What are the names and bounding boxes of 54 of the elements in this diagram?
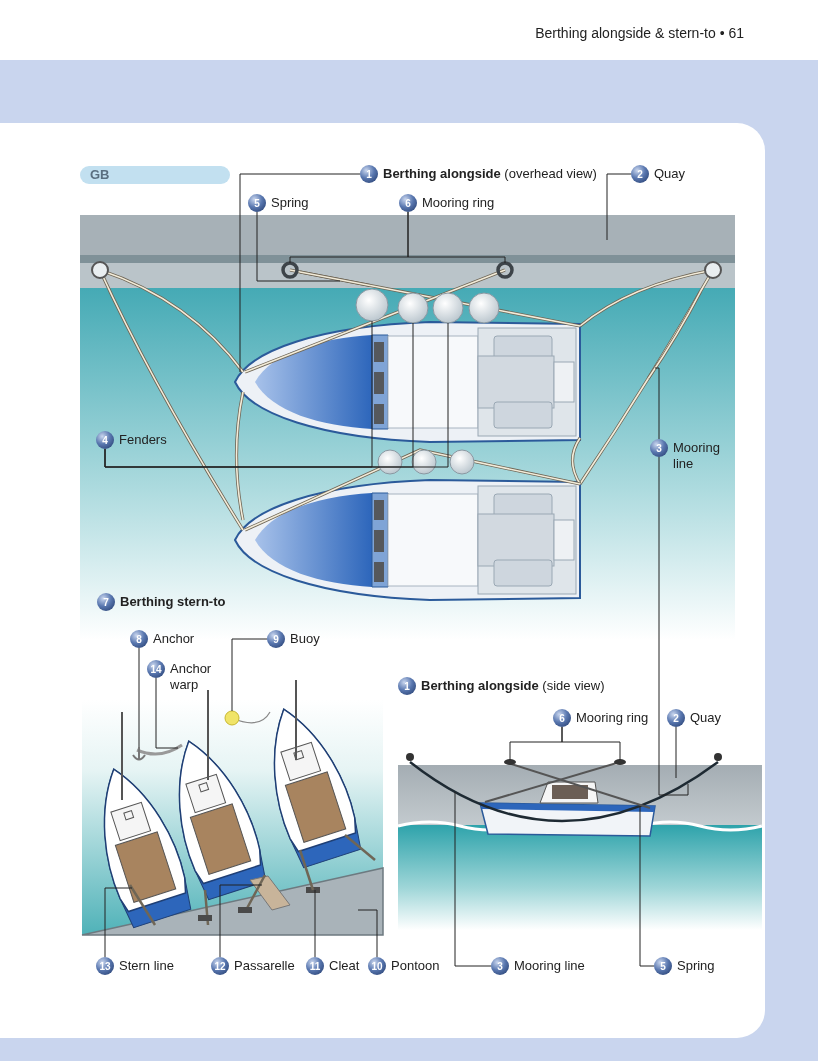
leader-line bbox=[407, 211, 506, 264]
callout-label: Anchor bbox=[153, 631, 195, 647]
leader-line bbox=[239, 173, 361, 373]
buoy bbox=[224, 710, 240, 726]
callout-label: Stern line bbox=[119, 958, 174, 974]
leader-line bbox=[155, 677, 179, 749]
leader-line bbox=[357, 909, 378, 958]
leader-line bbox=[231, 638, 268, 712]
leader-line bbox=[219, 884, 263, 958]
leader-line bbox=[104, 887, 133, 958]
spring-rope bbox=[299, 270, 371, 288]
callout-label: Spring bbox=[677, 958, 715, 974]
cleat bbox=[306, 887, 320, 893]
leader-line bbox=[138, 647, 140, 748]
leader-line bbox=[606, 173, 632, 241]
callout-label: Spring bbox=[271, 195, 309, 211]
callout-label: Buoy bbox=[290, 631, 320, 647]
callout-label: Quay bbox=[690, 710, 722, 726]
callout-label: Berthing stern-to bbox=[120, 594, 226, 610]
callout-label: Berthing alongside (side view) bbox=[421, 678, 605, 694]
pontoon-drawing bbox=[81, 867, 384, 936]
callout-label: Mooring line bbox=[673, 440, 721, 472]
callout-label: Pontoon bbox=[391, 958, 440, 974]
callout-label: Passarelle bbox=[234, 958, 295, 974]
callout-label: Anchor warp bbox=[170, 661, 213, 693]
running-header: Berthing alongside & stern-to • 61 bbox=[535, 25, 744, 41]
region-tag: GB bbox=[80, 166, 230, 184]
leader-line bbox=[654, 367, 660, 440]
leader-line bbox=[561, 726, 621, 761]
fender bbox=[432, 292, 464, 324]
quay-drawing bbox=[80, 215, 735, 255]
boat-drawing bbox=[234, 321, 581, 443]
mooring-ring bbox=[496, 261, 514, 279]
fender bbox=[355, 288, 389, 322]
stern-line bbox=[128, 884, 157, 926]
leader-line bbox=[314, 889, 316, 958]
leader-line bbox=[256, 211, 341, 282]
passarelle-plank bbox=[249, 875, 291, 911]
mooring-ring bbox=[281, 261, 299, 279]
anchor-icon bbox=[132, 746, 146, 761]
callout-label: Mooring ring bbox=[422, 195, 495, 211]
fender bbox=[397, 292, 429, 324]
leader-line bbox=[454, 791, 492, 967]
callout-label: Mooring line bbox=[514, 958, 585, 974]
anchor-warp bbox=[136, 743, 183, 756]
leader-line bbox=[658, 456, 689, 796]
callout-label: Quay bbox=[654, 166, 686, 182]
callout-label: Cleat bbox=[329, 958, 360, 974]
callout-label: Mooring ring bbox=[576, 710, 649, 726]
leader-line bbox=[639, 805, 655, 967]
leader-line bbox=[675, 726, 677, 779]
callout-label: Berthing alongside (overhead view) bbox=[383, 166, 597, 182]
callout-label: Fenders bbox=[119, 432, 167, 448]
mooring-rope bbox=[646, 291, 702, 380]
